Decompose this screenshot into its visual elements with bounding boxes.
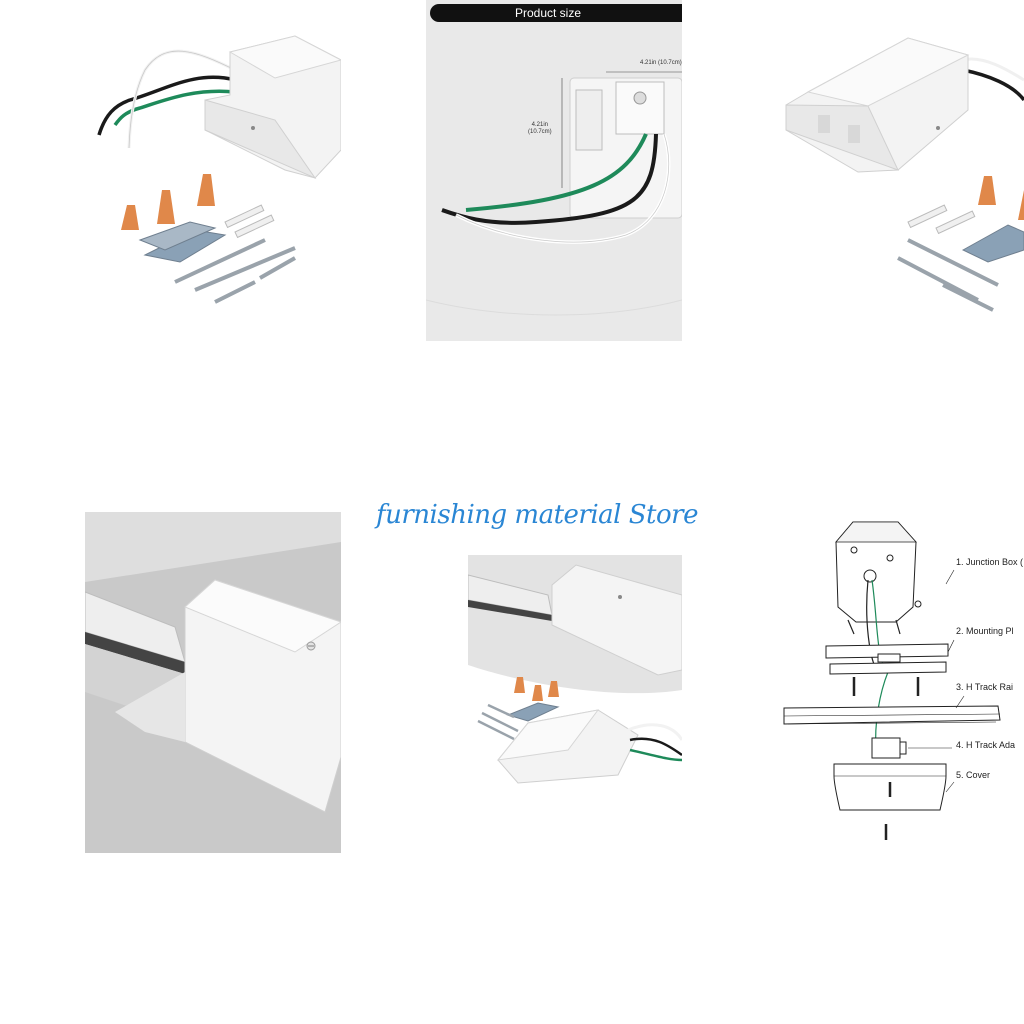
- product-image-combo[interactable]: [468, 555, 682, 785]
- height-dimension-cm: (10.7cm): [528, 129, 552, 135]
- diagram-label-track-rail: 3. H Track Rai: [956, 682, 1014, 692]
- height-dimension-inches: 4.21in: [531, 122, 549, 128]
- product-size-header: Product size: [430, 4, 682, 22]
- store-title[interactable]: furnishing material Store: [376, 500, 698, 530]
- product-image-size[interactable]: Product size 4.21in (10.7cm) 4.21in (10.…: [426, 0, 682, 341]
- diagram-label-mounting-plate: 2. Mounting Pl: [956, 626, 1014, 636]
- diagram-illustration: [783, 521, 1001, 840]
- product-image-kit[interactable]: [85, 0, 341, 341]
- diagram-label-cover: 5. Cover: [956, 770, 991, 780]
- product-image-closeup[interactable]: [85, 512, 341, 853]
- installation-diagram[interactable]: 1. Junction Box ( 2. Mounting Pl 3. H Tr…: [768, 512, 1024, 853]
- closeup-illustration: [85, 512, 341, 853]
- kit-illustration: [97, 35, 341, 304]
- width-dimension-label: 4.21in (10.7cm): [640, 60, 682, 66]
- kit-alt-illustration: [785, 37, 1024, 312]
- diagram-label-junction-box: 1. Junction Box (: [956, 557, 1024, 567]
- size-illustration: [426, 71, 682, 316]
- height-dimension-label: 4.21in (10.7cm): [528, 122, 552, 136]
- diagram-label-track-adapter: 4. H Track Ada: [956, 740, 1016, 750]
- product-image-kit-alt[interactable]: [768, 0, 1024, 341]
- combo-illustration: [468, 555, 682, 784]
